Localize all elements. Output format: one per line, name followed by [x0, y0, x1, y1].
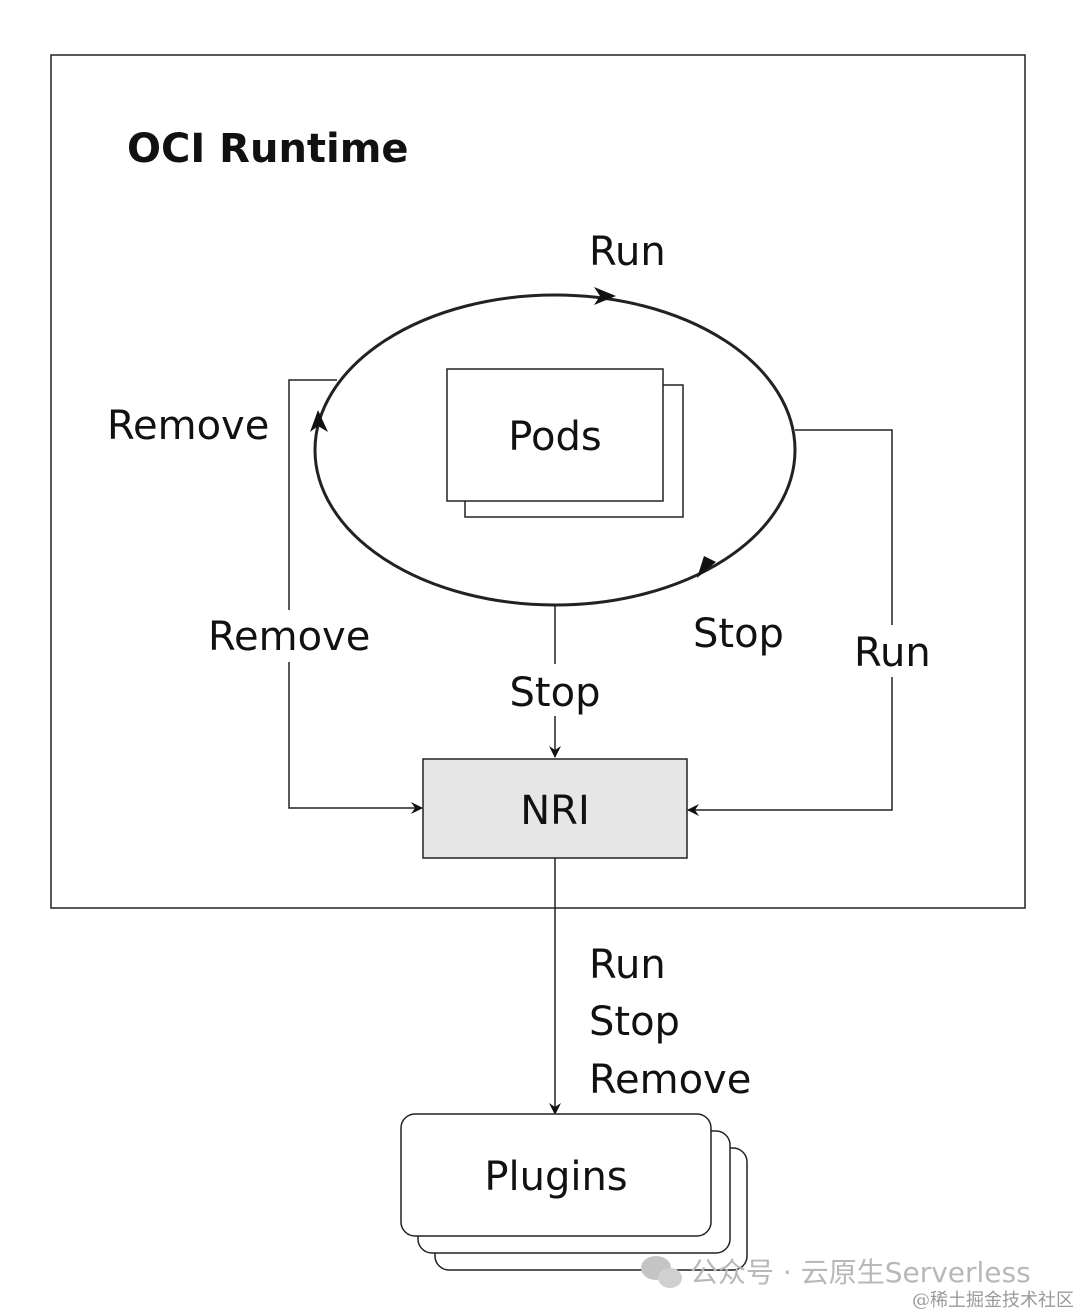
- diagram-title: OCI Runtime: [127, 126, 409, 172]
- cycle-run-label: Run: [589, 229, 666, 275]
- pods-label: Pods: [508, 414, 601, 460]
- remove-label-lower: Remove: [208, 614, 370, 660]
- nri-label: NRI: [520, 788, 590, 834]
- run-connector-line: [687, 429, 893, 816]
- wechat-icon: [641, 1256, 682, 1288]
- remove-connector-line: [288, 379, 423, 814]
- stop-label-center: Stop: [510, 670, 601, 716]
- plugins-box: [400, 1113, 712, 1237]
- cycle-arrow-left: [310, 410, 328, 432]
- plugins-run-label: Run: [589, 942, 666, 988]
- nri-box: [422, 758, 688, 859]
- remove-label-upper: Remove: [107, 403, 269, 449]
- cycle-arrow-top: [594, 287, 616, 305]
- pods-box: [446, 368, 664, 502]
- lifecycle-ellipse: [313, 293, 797, 607]
- plugins-stop-label: Stop: [589, 999, 680, 1045]
- oci-runtime-container: [50, 54, 1026, 909]
- cycle-stop-label: Stop: [693, 611, 784, 657]
- plugins-remove-label: Remove: [589, 1057, 751, 1103]
- watermark-account: 公众号 · 云原生Serverless: [690, 1256, 1031, 1289]
- watermark-site: @稀土掘金技术社区: [912, 1290, 1074, 1311]
- run-label-right: Run: [854, 630, 931, 676]
- plugins-label: Plugins: [484, 1154, 627, 1200]
- cycle-arrow-right: [697, 556, 716, 578]
